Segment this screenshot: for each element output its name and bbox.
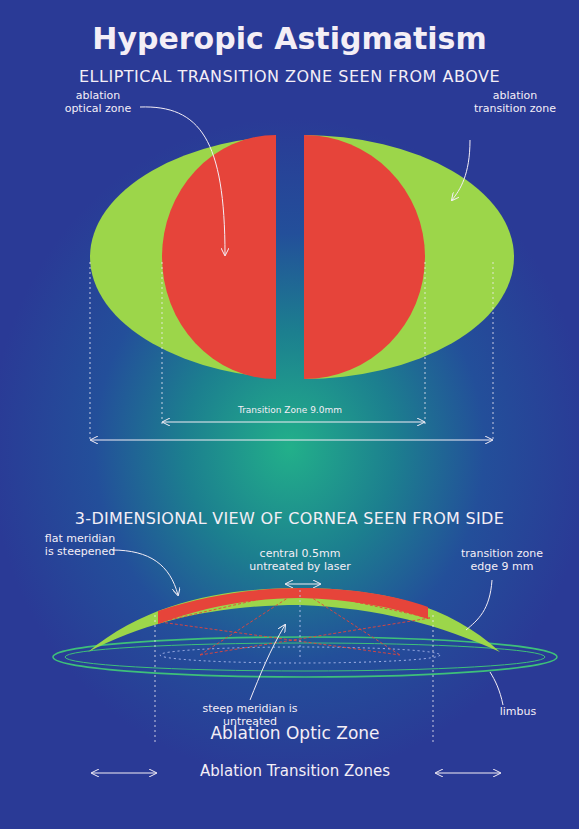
top-view	[90, 135, 514, 379]
title: Hyperopic Astigmatism	[20, 22, 559, 57]
section-heading: ELLIPTICAL TRANSITION ZONE SEEN FROM ABO…	[20, 68, 559, 86]
section-heading: 3-DIMENSIONAL VIEW OF CORNEA SEEN FROM S…	[12, 510, 567, 528]
callout-label: transition zone edge 9 mm	[452, 548, 552, 573]
zone-label: Ablation Optic Zone	[150, 724, 440, 744]
callout-label: ablation transition zone	[470, 90, 560, 115]
callout-label: limbus	[488, 706, 548, 719]
zone-label: Ablation Transition Zones	[150, 763, 440, 780]
callout-label: central 0.5mm untreated by laser	[240, 548, 360, 573]
callout-label: ablation optical zone	[58, 90, 138, 115]
dimension-label: Transition Zone 9.0mm	[200, 405, 380, 415]
callout-label: flat meridian is steepened	[40, 533, 120, 558]
side-view	[53, 588, 557, 677]
